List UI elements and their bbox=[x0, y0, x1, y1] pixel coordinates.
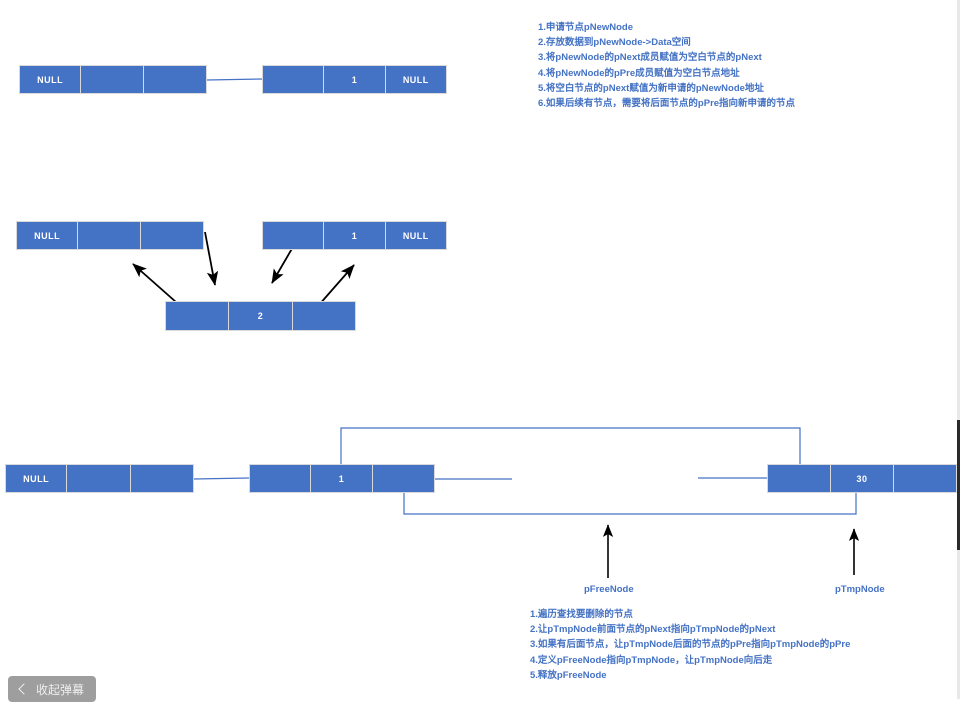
delete-step-4: 4.定义pFreeNode指向pTmpNode，让pTmpNode向后走 bbox=[530, 654, 773, 666]
row3-middle-cell-2 bbox=[373, 465, 434, 492]
row2-left-cell-1 bbox=[78, 222, 141, 249]
row2-arrow-from-left-node bbox=[204, 231, 219, 286]
row3-left-cell-1 bbox=[67, 465, 131, 492]
row2-right-cell-1: 1 bbox=[324, 222, 386, 249]
delete-step-3: 3.如果有后面节点，让pTmpNode后面的节点的pPre指向pTmpNode的… bbox=[530, 639, 851, 651]
row1-right-cell-1: 1 bbox=[324, 66, 386, 93]
row2-right-cell-0 bbox=[263, 222, 325, 249]
row3-left-cell-2 bbox=[131, 465, 193, 492]
row1-right-node: 1 NULL bbox=[262, 65, 447, 94]
collapse-danmu-button[interactable]: 收起弹幕 bbox=[8, 676, 96, 702]
insert-step-3: 3.将pNewNode的pNext成员赋值为空白节点的pNext bbox=[538, 52, 762, 64]
row3-middle-node: 1 bbox=[249, 464, 435, 493]
collapse-danmu-label: 收起弹幕 bbox=[35, 682, 84, 697]
row2-right-node: 1 NULL bbox=[262, 221, 447, 250]
insert-step-5: 5.将空白节点的pNext赋值为新申请的pNewNode地址 bbox=[538, 82, 764, 94]
row3-link-left-to-middle bbox=[193, 477, 250, 480]
row3-bypass-top bbox=[340, 427, 801, 464]
delete-step-5: 5.释放pFreeNode bbox=[530, 669, 607, 681]
insert-step-6: 6.如果后续有节点，需要将后面节点的pPre指向新申请的节点 bbox=[538, 98, 796, 110]
row3-left-node: NULL bbox=[5, 464, 194, 493]
row1-left-cell-0: NULL bbox=[20, 66, 82, 93]
row3-right-cell-2 bbox=[894, 465, 956, 492]
delete-steps-note: 1.遍历查找要删除的节点 2.让pTmpNode前面节点的pNext指向pTmp… bbox=[530, 607, 850, 683]
row3-left-cell-0: NULL bbox=[6, 465, 68, 492]
row3-bypass-bottom bbox=[403, 493, 857, 515]
pFreeNode-label: pFreeNode bbox=[584, 584, 634, 595]
row1-left-cell-1 bbox=[81, 66, 144, 93]
row2-left-cell-2 bbox=[141, 222, 203, 249]
delete-step-2: 2.让pTmpNode前面节点的pNext指向pTmpNode的pNext bbox=[530, 624, 776, 636]
row3-middle-cell-1: 1 bbox=[311, 465, 373, 492]
row3-right-cell-1: 30 bbox=[831, 465, 894, 492]
insert-step-1: 1.申请节点pNewNode bbox=[538, 22, 634, 33]
row3-middle-cell-0 bbox=[250, 465, 312, 492]
row1-right-cell-2: NULL bbox=[402, 74, 429, 85]
row1-left-cell-2 bbox=[144, 66, 206, 93]
row2-new-cell-0 bbox=[166, 302, 230, 330]
pTmpNode-label: pTmpNode bbox=[835, 584, 885, 595]
chevron-left-icon bbox=[18, 683, 30, 695]
row2-left-node: NULL bbox=[16, 221, 204, 250]
row1-link bbox=[206, 78, 264, 81]
row1-right-cell-0 bbox=[263, 66, 325, 93]
delete-step-1: 1.遍历查找要删除的节点 bbox=[530, 609, 633, 620]
row1-left-node: NULL bbox=[19, 65, 207, 94]
page-scrollbar-thumb[interactable] bbox=[957, 420, 960, 550]
row2-new-cell-2 bbox=[293, 302, 355, 330]
row2-new-node: 2 bbox=[165, 301, 356, 331]
row2-new-cell-1: 2 bbox=[229, 302, 293, 330]
insert-step-2: 2.存放数据到pNewNode->Data空间 bbox=[538, 37, 691, 49]
row2-right-cell-2: NULL bbox=[402, 230, 429, 241]
page-scrollbar-track[interactable] bbox=[957, 0, 960, 699]
row3-right-node: 30 bbox=[767, 464, 957, 493]
insert-steps-note: 1.申请节点pNewNode 2.存放数据到pNewNode->Data空间 3… bbox=[538, 20, 795, 111]
row2-left-cell-0: NULL bbox=[17, 222, 79, 249]
insert-step-4: 4.将pNewNode的pPre成员赋值为空白节点地址 bbox=[538, 67, 740, 79]
row3-right-cell-0 bbox=[768, 465, 832, 492]
